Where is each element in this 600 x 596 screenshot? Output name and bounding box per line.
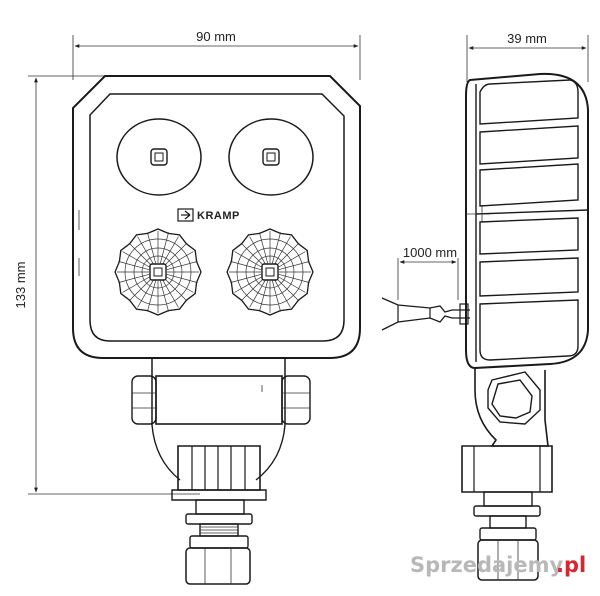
mount-base <box>171 445 267 501</box>
watermark: Sprzedajemy .pl <box>410 553 586 577</box>
width-label: 90 mm <box>196 29 236 44</box>
kramp-logo: KRAMP <box>177 208 240 222</box>
side-bracket <box>461 368 553 493</box>
mount-bolt <box>185 499 253 585</box>
lamp-housing <box>72 75 361 359</box>
width-dimension: 90 mm <box>72 29 361 80</box>
watermark-suffix: .pl <box>556 553 586 577</box>
front-view: 90 mm 133 mm <box>13 29 361 585</box>
upper-led-right <box>228 118 314 196</box>
side-view: 39 mm 1000 mm <box>381 31 589 581</box>
power-cable <box>381 297 470 331</box>
height-dimension: 133 mm <box>13 75 200 495</box>
cable-length-label: 1000 mm <box>403 245 457 260</box>
side-housing <box>465 72 589 370</box>
height-label: 133 mm <box>13 262 28 309</box>
side-bolt <box>473 491 541 581</box>
logo-text: KRAMP <box>197 210 240 222</box>
depth-label: 39 mm <box>507 31 547 46</box>
lower-led-right <box>226 228 314 316</box>
mount-bracket <box>131 358 311 481</box>
lower-led-left <box>114 228 202 316</box>
upper-led-left <box>116 118 202 196</box>
watermark-text: Sprzedajemy <box>410 553 564 577</box>
depth-dimension: 39 mm <box>466 31 589 82</box>
cable-length-dimension: 1000 mm <box>397 245 459 300</box>
